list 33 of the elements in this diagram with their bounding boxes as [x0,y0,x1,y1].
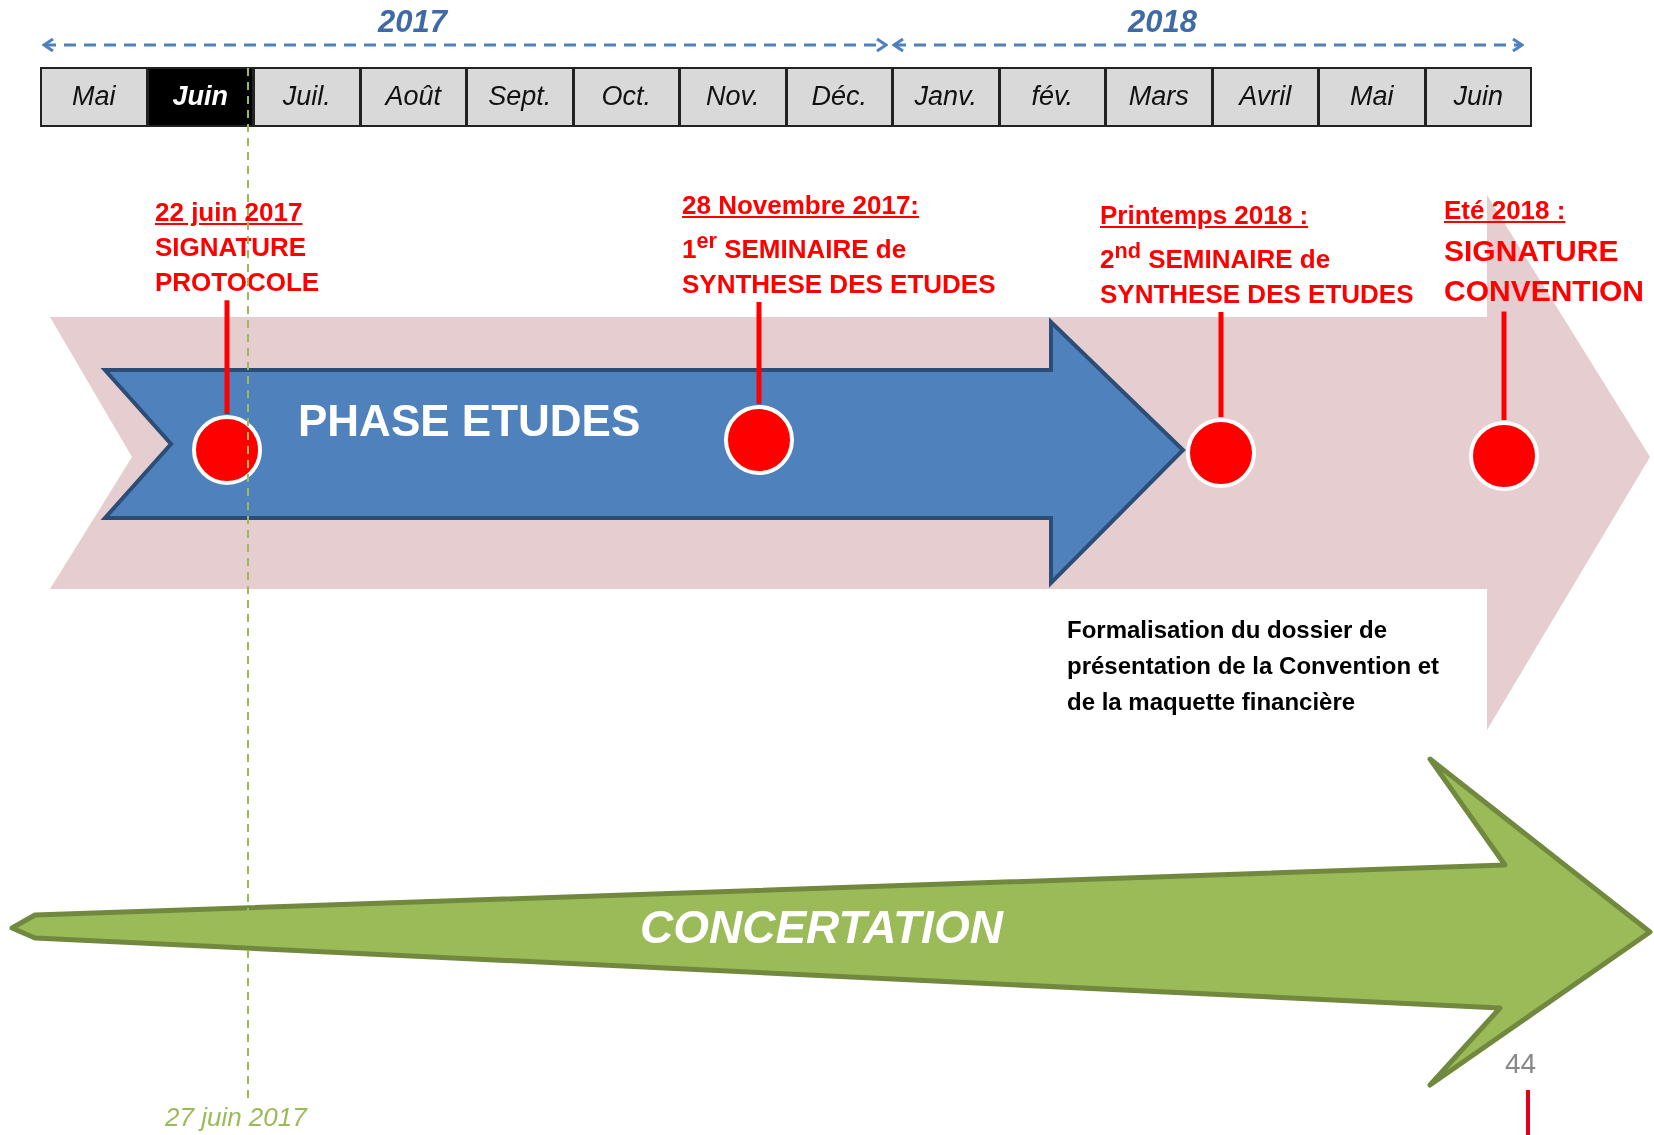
month-cell: Janv. [892,67,1000,127]
month-cell: fév. [998,67,1106,127]
month-cell: Avril [1211,67,1319,127]
milestone-date: 22 juin 2017 [155,196,304,229]
leader-line [224,300,230,414]
page-number: 44 [1505,1048,1537,1080]
note-text: Formalisation du dossier de présentation de la Convention et de la maquette financière [1067,615,1441,717]
milestone-title: 2$^{nd}$ SEMINAIRE de SYNTHESE DES ETUDES [1100,237,1415,311]
month-cell: Nov. [679,67,787,127]
month-cell: Mai [40,67,148,127]
month-cell: Mai [1318,67,1426,127]
month-cell: Juin [1424,67,1532,127]
milestone-date: 28 Novembre 2017: [682,189,921,222]
month-cell: Déc. [785,67,893,127]
milestone-date: Eté 2018 : [1444,194,1567,227]
milestone-title: 1$^{er}$ SEMINAIRE de SYNTHESE DES ETUDES [682,227,997,301]
leader-line [756,301,762,404]
month-cell: Juil. [253,67,361,127]
month-cell: Oct. [572,67,680,127]
leader-line [1218,311,1224,417]
month-cell: Sept. [466,67,574,127]
phase-label: PHASE ETUDES [298,396,641,446]
milestone-title: SIGNATURE CONVENTION [1444,232,1645,309]
month-cell: Juin [146,67,254,127]
milestone-title: SIGNATURE PROTOCOLE [155,231,321,300]
month-cell: Août [359,67,467,127]
year-label: 2018 [1128,4,1197,40]
date-label: 27 juin 2017 [165,1102,307,1133]
month-cell: Mars [1105,67,1213,127]
year-label: 2017 [378,4,447,40]
milestone-date: Printemps 2018 : [1100,199,1310,232]
leader-line [1501,311,1507,420]
concertation-label: CONCERTATION [640,900,1003,954]
